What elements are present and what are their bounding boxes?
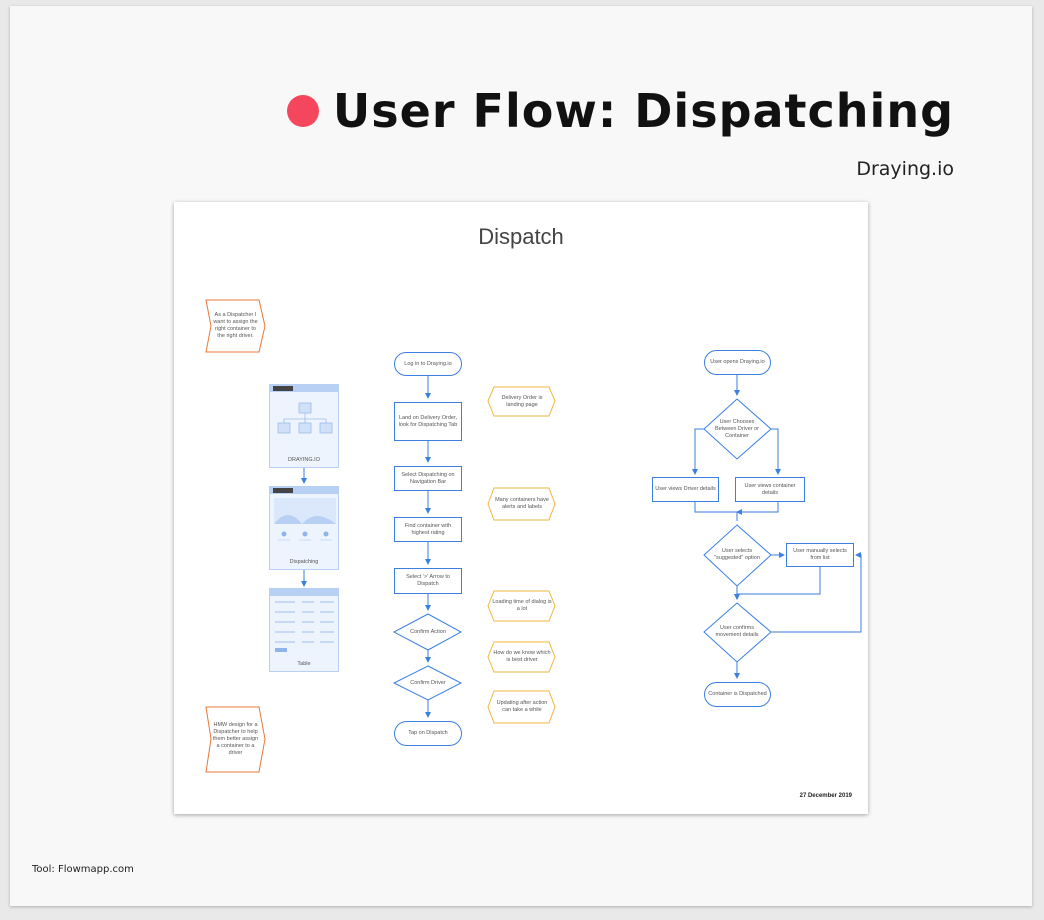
diagram-date: 27 December 2019 bbox=[799, 793, 852, 799]
pain-point-shape bbox=[487, 641, 556, 673]
user-story-hexagon bbox=[205, 299, 266, 353]
thumbnail-draying[interactable]: DRAYING.IO bbox=[269, 384, 339, 468]
slide: User Flow: Dispatching Draying.io Dispat… bbox=[10, 6, 1032, 906]
pain-point-shape bbox=[487, 386, 556, 417]
accent-dot bbox=[286, 95, 319, 127]
thumbnail-label: Dispatching bbox=[289, 559, 319, 565]
suggested-label: User selects "suggested" option bbox=[714, 548, 760, 561]
connectors-layer bbox=[205, 299, 862, 773]
confirm-driver-label: Confirm Driver bbox=[410, 679, 446, 686]
pain-point-updating: Updating after action can take a while bbox=[496, 700, 548, 713]
pain-point-shape bbox=[487, 590, 556, 622]
login-node: Log in to Draying.io bbox=[394, 352, 462, 376]
dispatched-node: Container is Dispatched bbox=[704, 682, 771, 707]
pain-point-loading: Loading time of dialog is a lot bbox=[492, 599, 552, 612]
tool-credit: Tool: Flowmapp.com bbox=[32, 864, 134, 875]
company-name: Draying.io bbox=[856, 158, 954, 180]
page-title: User Flow: Dispatching bbox=[332, 84, 954, 138]
manual-select-node: User manually selects from list bbox=[786, 543, 854, 567]
hmw-hexagon bbox=[205, 706, 266, 773]
table-icon bbox=[275, 601, 334, 652]
hero-image-icon bbox=[274, 498, 336, 541]
thumbnail-label: Table bbox=[297, 661, 311, 667]
land-node: Land on Delivery Order, look for Dispatc… bbox=[394, 402, 462, 441]
pain-point-best-driver: How do we know which is best driver bbox=[493, 650, 551, 663]
pain-point-landing: Delivery Order is landing page bbox=[501, 394, 543, 408]
opens-node: User opens Draying.io bbox=[704, 350, 771, 375]
user-story-note: As a Dispatcher I want to assign the rig… bbox=[213, 312, 258, 339]
tap-dispatch-node: Tap on Dispatch bbox=[394, 721, 462, 746]
flow-diagram-board: Dispatch bbox=[174, 202, 868, 814]
confirm-action-label: Confirm Action bbox=[410, 628, 446, 635]
pain-point-containers: Many containers have alerts and labels bbox=[495, 497, 549, 510]
confirms-label: User confirms movement details bbox=[715, 625, 759, 638]
sitemap-icon bbox=[277, 402, 333, 434]
title-row: User Flow: Dispatching bbox=[286, 84, 954, 138]
container-details-node: User views container details bbox=[735, 477, 805, 502]
select-arrow-node: Select '>' Arrow to Dispatch bbox=[394, 568, 462, 594]
driver-details-node: User views Driver details bbox=[652, 477, 719, 502]
hmw-note: HMW design for a Dispatcher to help them… bbox=[212, 722, 259, 756]
chooses-diamond bbox=[703, 398, 772, 460]
select-dispatching-node: Select Dispatching on Navigation Bar bbox=[394, 466, 462, 491]
thumbnail-dispatching[interactable]: Dispatching bbox=[269, 486, 339, 570]
pain-point-shape bbox=[487, 690, 556, 724]
find-container-node: Find container with highest rating bbox=[394, 517, 462, 542]
thumbnail-label: DRAYING.IO bbox=[288, 457, 320, 463]
chooses-label: User Chooses Between Driver or Container bbox=[714, 418, 760, 439]
diagram-title: Dispatch bbox=[478, 224, 564, 249]
pain-point-shape bbox=[487, 487, 556, 521]
thumbnail-table[interactable]: Table bbox=[269, 588, 339, 672]
